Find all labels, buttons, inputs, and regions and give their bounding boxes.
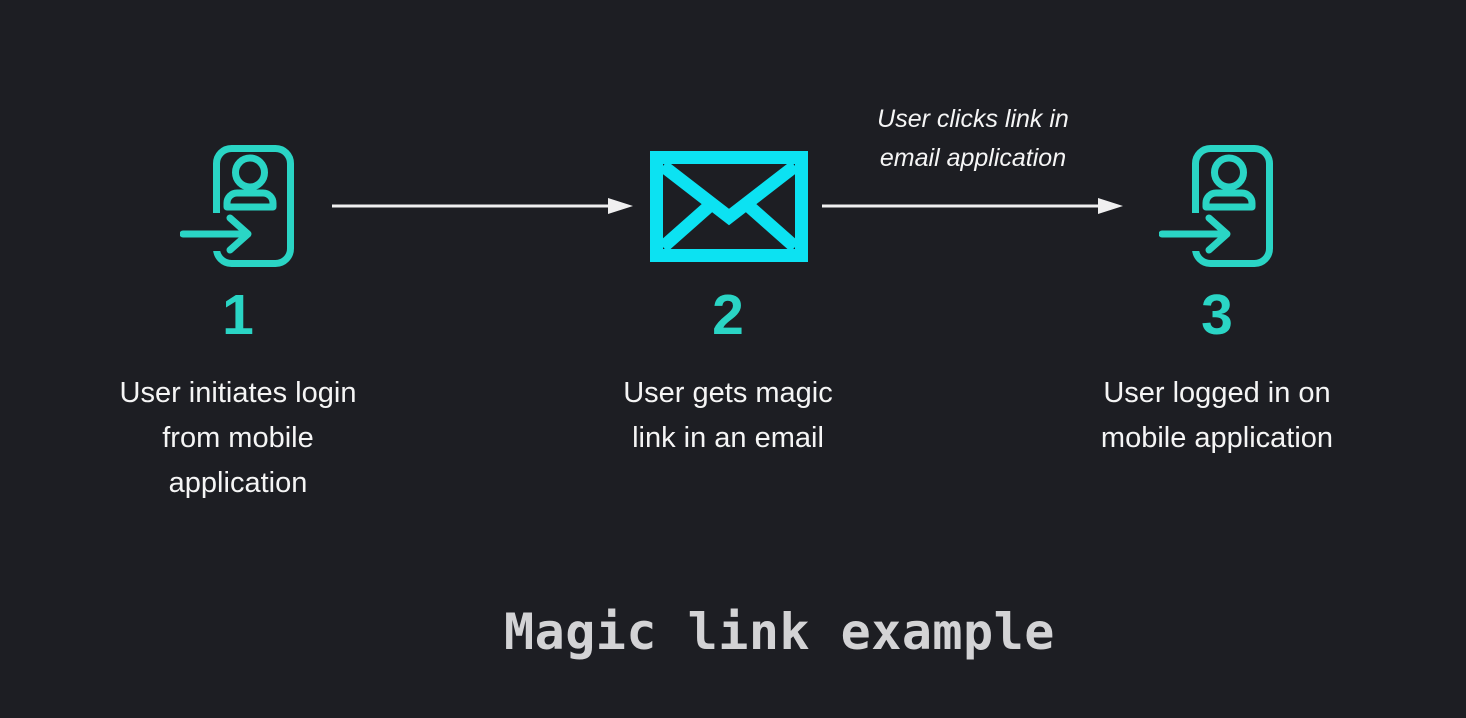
phone-outline	[213, 145, 294, 267]
person-shoulders	[223, 189, 277, 211]
sign-in-arrow	[1159, 214, 1231, 254]
login-icon	[1159, 145, 1273, 267]
arrowhead	[608, 198, 633, 214]
step-number: 3	[1201, 283, 1233, 347]
step-1: 1 User initiates login from mobile appli…	[68, 287, 408, 506]
caption-line: link in an email	[632, 422, 824, 454]
step-3: 3 User logged in on mobile application	[1047, 287, 1387, 461]
step-caption: User logged in on mobile application	[1047, 371, 1387, 461]
caption-line: User logged in on	[1103, 377, 1331, 409]
login-icon	[180, 145, 294, 267]
arrowhead	[1098, 198, 1123, 214]
step-caption: User gets magic link in an email	[558, 371, 898, 461]
annotation-line: email application	[879, 144, 1067, 172]
envelope-flap	[659, 160, 799, 226]
person-head	[1211, 154, 1247, 191]
caption-line: mobile application	[1100, 422, 1334, 454]
envelope-outline	[650, 151, 808, 262]
step-number: 1	[222, 283, 254, 347]
caption-line: application	[168, 467, 308, 499]
person-head	[232, 154, 268, 191]
step-number: 2	[712, 283, 744, 347]
envelope-right-fold	[738, 196, 800, 252]
caption-line: from mobile	[162, 422, 314, 454]
arrow-step1-to-step2	[332, 198, 633, 214]
arrow-step2-to-step3	[822, 198, 1123, 214]
caption-line: User gets magic	[623, 377, 833, 409]
step-2: 2 User gets magic link in an email	[558, 287, 898, 461]
email-icon	[650, 151, 808, 262]
person-shoulders	[1202, 189, 1256, 211]
annotation-line: User clicks link in	[877, 105, 1069, 133]
envelope-left-fold	[658, 196, 720, 252]
caption-line: User initiates login	[119, 377, 357, 409]
diagram-title: Magic link example	[504, 603, 1055, 661]
phone-outline	[1192, 145, 1273, 267]
sign-in-arrow	[180, 214, 252, 254]
arrow-annotation: User clicks link in email application	[798, 100, 1148, 178]
step-caption: User initiates login from mobile applica…	[68, 371, 408, 506]
